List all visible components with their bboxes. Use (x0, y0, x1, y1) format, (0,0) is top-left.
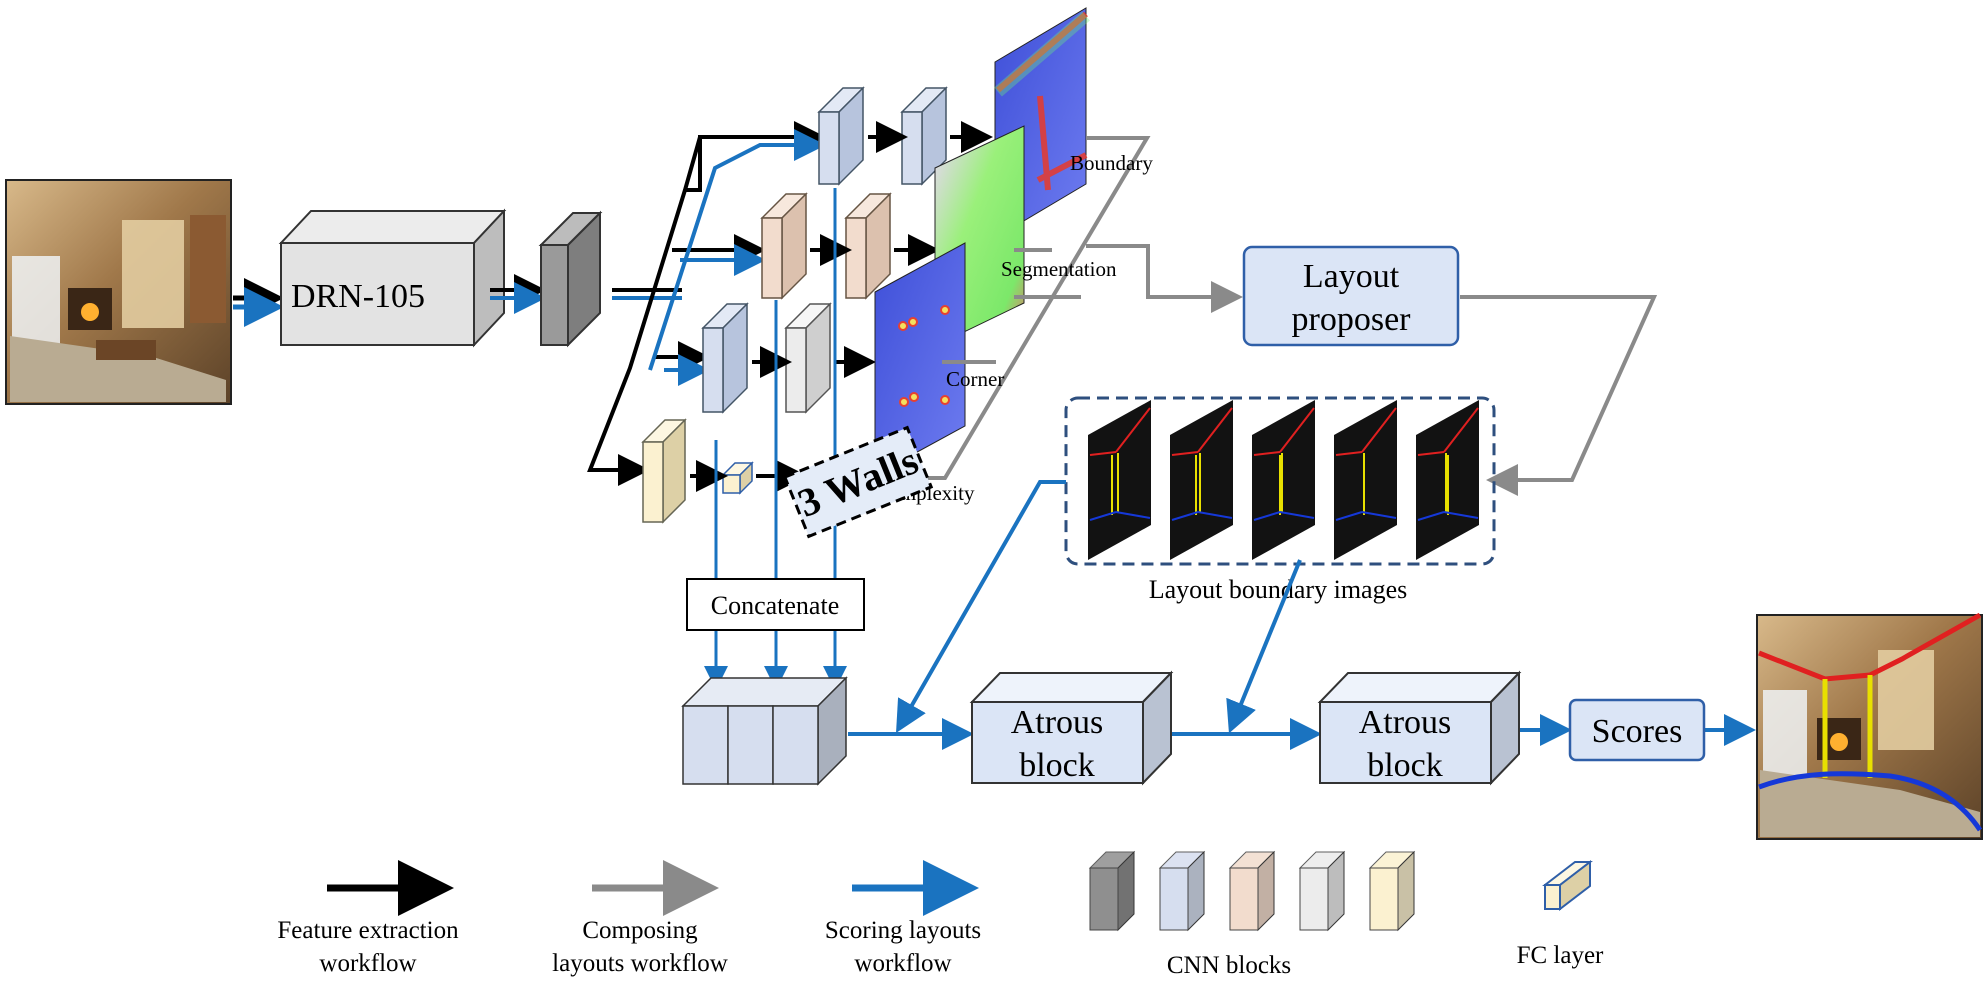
layout-thumbnail (1334, 400, 1397, 560)
layout-boundary-images (1064, 396, 1496, 566)
drn-output-arrows (490, 274, 546, 314)
cnn-block-row2-b (844, 192, 892, 300)
legend-cnn-block (1298, 850, 1346, 932)
feature-map-block (538, 210, 603, 348)
legend-scoring-line2: workflow (854, 950, 951, 977)
fc-layer-row4 (721, 461, 754, 495)
layout-thumbnail (1170, 400, 1233, 560)
input-room-image (5, 179, 232, 405)
layout-thumbnails (1088, 400, 1479, 560)
legend-scoring-line1: Scoring layouts (825, 917, 981, 944)
layout-thumbnail (1252, 400, 1315, 560)
cnn-block-row3-b (784, 302, 832, 414)
legend-fc-icon (1542, 859, 1593, 912)
atrous-1-line1: Atrous (1011, 704, 1104, 741)
legend-composing-line2: layouts workflow (552, 950, 728, 977)
boundary-label: Boundary (1070, 151, 1153, 175)
layout-proposer-line2: proposer (1292, 301, 1412, 338)
walls-count-badge: 3 Walls (782, 425, 934, 539)
drn-backbone-block: DRN-105 (278, 208, 507, 348)
atrous-block-2: Atrous block (1317, 670, 1522, 786)
legend-feature-line2: workflow (319, 950, 416, 977)
segmentation-label: Segmentation (1001, 257, 1117, 281)
concatenate-label: Concatenate (711, 591, 840, 620)
legend-cnn-block (1368, 850, 1416, 932)
feature-branch-lines (587, 121, 826, 486)
layout-thumbnail (1088, 400, 1151, 560)
layout-proposer-line1: Layout (1303, 258, 1400, 295)
proposer-output-arrow (1460, 295, 1658, 496)
legend-cnn-block (1158, 850, 1206, 932)
scores-label: Scores (1592, 713, 1683, 750)
concatenate-node: Concatenate (686, 578, 865, 631)
legend-fc-label: FC layer (1517, 942, 1604, 969)
cnn-block-row4-a (641, 418, 687, 524)
concat-stack (681, 676, 848, 786)
legend-feature-line1: Feature extraction (277, 917, 459, 944)
boundary-images-label: Layout boundary images (1149, 575, 1408, 604)
legend-cnn-label: CNN blocks (1167, 952, 1291, 979)
legend-composing-line1: Composing (582, 917, 698, 944)
layout-proposer-node: Layout proposer (1242, 245, 1460, 347)
atrous-2-line2: block (1367, 747, 1443, 784)
cnn-block-row1-a (817, 86, 865, 186)
cnn-block-row3-a (701, 302, 749, 414)
corner-heatmap (874, 242, 966, 476)
cnn-block-row2-a (760, 192, 808, 300)
scores-node: Scores (1568, 698, 1706, 762)
drn-label: DRN-105 (291, 278, 425, 315)
input-arrows (233, 278, 284, 327)
atrous-block-1: Atrous block (969, 670, 1174, 786)
legend-cnn-blocks (1088, 850, 1416, 932)
corner-label: Corner (946, 367, 1004, 391)
atrous-1-line2: block (1019, 747, 1095, 784)
atrous-2-line1: Atrous (1359, 704, 1452, 741)
legend-cnn-block (1228, 850, 1276, 932)
cnn-block-row1-b (900, 86, 948, 186)
output-room-image (1756, 612, 1983, 840)
legend: Feature extraction workflow Composing la… (277, 850, 1604, 979)
legend-cnn-block (1088, 850, 1136, 932)
layout-thumbnail (1416, 400, 1479, 560)
